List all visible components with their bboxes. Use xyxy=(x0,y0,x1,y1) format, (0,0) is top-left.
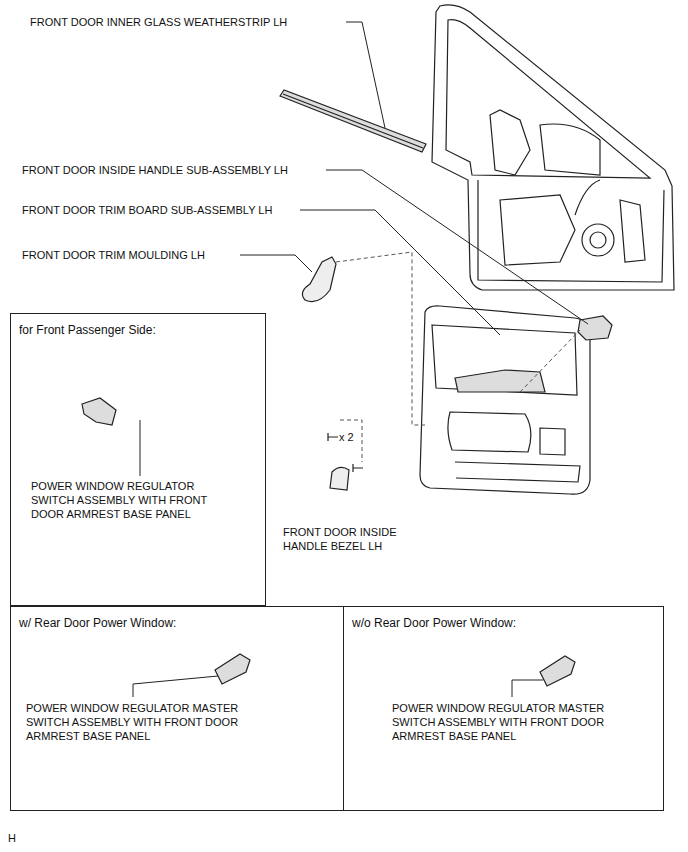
option-box: w/ Rear Door Power Window: POWER WINDOW R… xyxy=(10,606,344,811)
box-heading: w/ Rear Door Power Window: xyxy=(19,616,176,631)
part-label: FRONT DOOR TRIM BOARD SUB-ASSEMBLY LH xyxy=(22,203,272,217)
part-label: FRONT DOOR INSIDE HANDLE SUB-ASSEMBLY LH xyxy=(22,163,288,177)
option-box: w/o Rear Door Power Window: POWER WINDOW … xyxy=(343,606,664,811)
part-label: FRONT DOOR INNER GLASS WEATHERSTRIP LH xyxy=(30,15,287,29)
quantity-note: x 2 xyxy=(339,430,354,444)
part-label: FRONT DOOR INSIDE HANDLE BEZEL LH xyxy=(283,525,418,553)
part-name: POWER WINDOW REGULATOR MASTER SWITCH ASS… xyxy=(26,701,266,743)
box-heading: w/o Rear Door Power Window: xyxy=(352,616,516,631)
figure-code: H xyxy=(8,831,16,845)
part-name: POWER WINDOW REGULATOR SWITCH ASSEMBLY W… xyxy=(31,479,231,521)
option-box: for Front Passenger Side: POWER WINDOW RE… xyxy=(10,313,266,606)
box-heading: for Front Passenger Side: xyxy=(19,323,156,338)
part-label: FRONT DOOR TRIM MOULDING LH xyxy=(22,248,205,262)
part-name: POWER WINDOW REGULATOR MASTER SWITCH ASS… xyxy=(392,701,632,743)
